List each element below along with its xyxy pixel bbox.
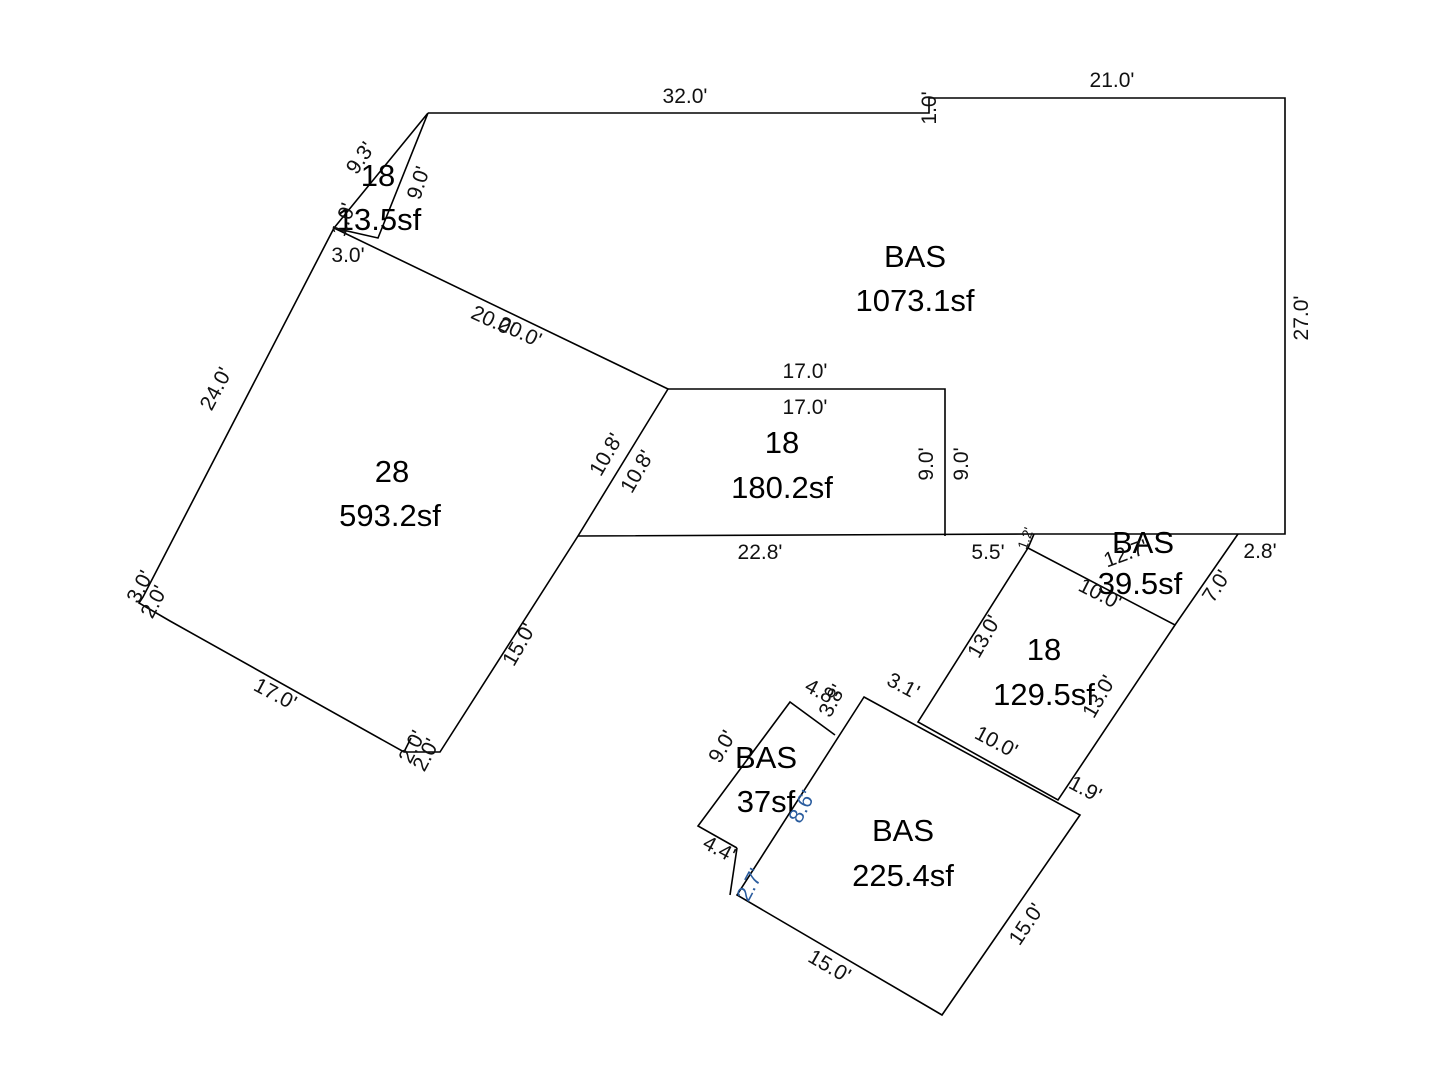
dim-label: 10.0' [971, 722, 1021, 763]
small-18-outline [332, 112, 429, 239]
dim-label: 13.0' [963, 612, 1005, 662]
dim-label: 24.0' [196, 364, 237, 414]
area-value-28: 593.2sf [339, 498, 441, 533]
area-name-18-mid: 18 [765, 425, 799, 460]
dim-label: 15.0' [498, 620, 540, 670]
dim-label: 3.1' [883, 668, 923, 704]
area-value-bas-main: 1073.1sf [856, 283, 975, 318]
dim-label: 2.7' [732, 865, 768, 905]
area-name-28: 28 [375, 454, 409, 489]
dim-label: 1.2' [1014, 525, 1037, 551]
dim-label: 32.0' [663, 85, 708, 108]
dim-label: 7.0' [1198, 566, 1235, 606]
area-name-bas-small: BAS [1112, 525, 1174, 560]
dim-label: 17.0' [783, 360, 828, 383]
area-name-18-lower: 18 [1027, 632, 1061, 667]
dim-label: 17.0' [783, 396, 828, 419]
area-value-bas-225: 225.4sf [852, 858, 954, 893]
bas-37-outline [696, 700, 836, 849]
area-value-18-small: 13.5sf [337, 202, 422, 237]
dim-label: 21.0' [1090, 69, 1135, 92]
dim-label: 22.8' [738, 541, 783, 564]
area-18-mid-outline [668, 388, 946, 536]
dim-label: 27.0' [1290, 296, 1313, 341]
dim-label: 9.0' [950, 447, 973, 480]
area-name-18-small: 18 [361, 158, 395, 193]
dim-label: 4.4' [699, 831, 739, 867]
dim-label: 2.8' [1243, 540, 1276, 563]
area-name-bas-main: BAS [884, 239, 946, 274]
dim-label: 15.0' [804, 945, 854, 987]
bas-small-outline [1026, 533, 1239, 627]
bas-37-edge [729, 847, 738, 896]
dim-label: 1.9' [1065, 771, 1105, 807]
corner-tick [403, 737, 412, 753]
area-value-bas-37: 37sf [737, 784, 796, 819]
dim-label: 1.0' [918, 91, 941, 124]
dim-label: 5.5' [971, 541, 1004, 564]
dim-label: 10.8' [585, 430, 627, 480]
area-value-18-mid: 180.2sf [731, 470, 833, 505]
area-value-bas-small: 39.5sf [1098, 566, 1183, 601]
area-18-lower-outline [916, 547, 1176, 802]
dim-label: 3.0' [331, 244, 364, 267]
bas-main-outline [428, 97, 1286, 537]
area-name-bas-37: BAS [735, 740, 797, 775]
area-name-bas-225: BAS [872, 813, 934, 848]
bas-225-outline [735, 695, 1082, 1017]
area-28-outline [137, 227, 670, 753]
dim-label: 9.0' [915, 447, 938, 480]
dim-label: 9.0' [403, 164, 435, 203]
area-value-18-lower: 129.5sf [993, 677, 1095, 712]
dim-label: 10.8' [616, 447, 658, 497]
dim-label: 15.0' [1005, 899, 1049, 949]
